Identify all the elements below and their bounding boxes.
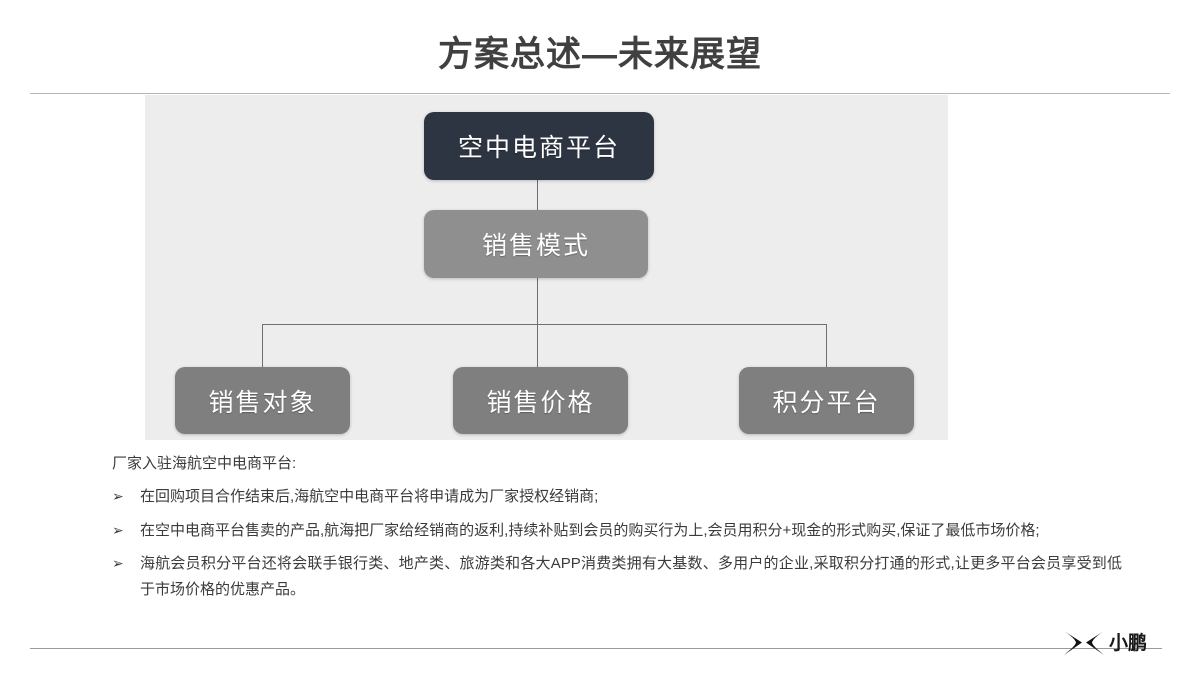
diagram-node-root[interactable]: 空中电商平台 — [424, 112, 654, 180]
arrow-bullet-icon: ➢ — [112, 521, 124, 538]
header-divider — [30, 93, 1170, 94]
footer-divider — [30, 648, 1162, 649]
body-content: 厂家入驻海航空中电商平台: ➢ 在回购项目合作结束后,海航空中电商平台将申请成为… — [112, 452, 1122, 610]
brand-name: 小鹏 — [1109, 632, 1148, 654]
list-item-text: 在回购项目合作结束后,海航空中电商平台将申请成为厂家授权经销商; — [140, 488, 599, 506]
page-title: 方案总述—未来展望 — [437, 35, 762, 74]
connector-bus-to-leaf-1 — [262, 324, 263, 367]
xpeng-logo-icon — [1064, 631, 1104, 655]
arrow-bullet-icon: ➢ — [112, 554, 124, 571]
diagram-node-leaf-points-platform[interactable]: 积分平台 — [739, 367, 914, 434]
connector-bus-to-leaf-3 — [826, 324, 827, 367]
list-item: ➢ 在空中电商平台售卖的产品,航海把厂家给经销商的返利,持续补贴到会员的购买行为… — [112, 518, 1122, 544]
brand-logo: 小鹏 — [1062, 628, 1147, 658]
connector-horizontal-bus — [262, 324, 827, 325]
arrow-bullet-icon: ➢ — [112, 488, 124, 505]
connector-mid-to-bus — [537, 278, 538, 367]
list-item: ➢ 海航会员积分平台还将会联手银行类、地产类、旅游类和各大APP消费类拥有大基数… — [112, 551, 1122, 604]
diagram-node-leaf-sales-price[interactable]: 销售价格 — [453, 367, 628, 434]
intro-line: 厂家入驻海航空中电商平台: — [112, 455, 297, 472]
diagram-node-sales-mode[interactable]: 销售模式 — [424, 210, 648, 278]
diagram-node-leaf-sales-target[interactable]: 销售对象 — [175, 367, 350, 434]
list-item: ➢ 在回购项目合作结束后,海航空中电商平台将申请成为厂家授权经销商; — [112, 484, 1122, 510]
list-item-text: 海航会员积分平台还将会联手银行类、地产类、旅游类和各大APP消费类拥有大基数、多… — [140, 554, 1122, 598]
connector-root-to-mid — [537, 180, 538, 210]
list-item-text: 在空中电商平台售卖的产品,航海把厂家给经销商的返利,持续补贴到会员的购买行为上,… — [140, 521, 1040, 539]
